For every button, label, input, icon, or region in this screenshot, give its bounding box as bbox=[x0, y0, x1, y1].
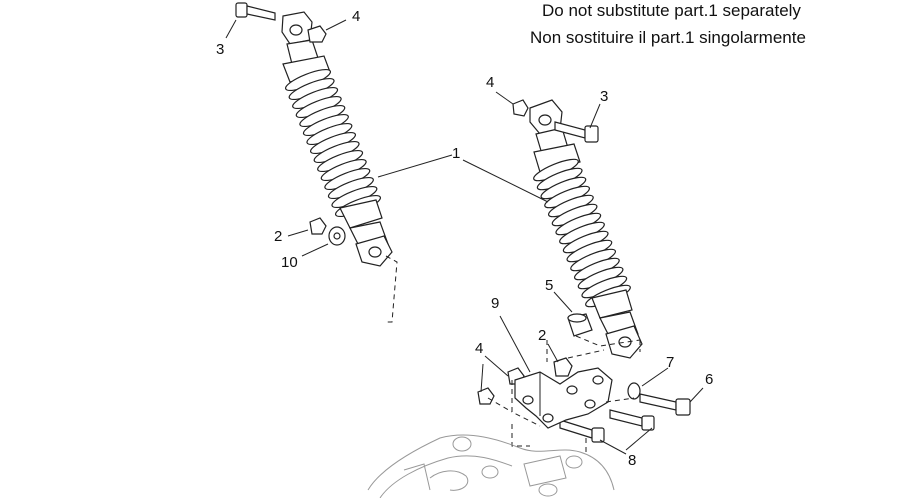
bracket-nut bbox=[553, 357, 573, 377]
right-upper-nut bbox=[512, 99, 529, 117]
leader-lines bbox=[225, 19, 704, 455]
callout-4-right: 4 bbox=[486, 74, 494, 91]
callout-9: 9 bbox=[491, 295, 499, 312]
long-bolt bbox=[639, 393, 691, 416]
callout-5: 5 bbox=[545, 277, 553, 294]
callout-8: 8 bbox=[628, 452, 636, 469]
callout-7: 7 bbox=[666, 354, 674, 371]
engine-casing bbox=[367, 434, 615, 498]
callout-2-bracket: 2 bbox=[538, 327, 546, 344]
left-lower-nut bbox=[309, 217, 327, 235]
lower-bolts bbox=[559, 409, 655, 443]
note-italian: Non sostituire il part.1 singolarmente bbox=[530, 28, 806, 47]
callout-3-left: 3 bbox=[216, 41, 224, 58]
left-lower-washer bbox=[328, 226, 346, 246]
callout-4-left: 4 bbox=[352, 8, 360, 25]
spacer bbox=[567, 313, 593, 337]
alignment-lines bbox=[487, 335, 641, 452]
callout-1: 1 bbox=[452, 145, 460, 162]
callout-3-right: 3 bbox=[600, 88, 608, 105]
mounting-bracket bbox=[514, 367, 613, 429]
callout-labels: 1 2 2 3 3 4 4 4 5 6 7 8 9 10 bbox=[216, 8, 713, 469]
bracket-washer bbox=[627, 382, 641, 400]
left-upper-bolt bbox=[235, 2, 276, 21]
left-upper-nut bbox=[307, 25, 327, 43]
right-upper-bolt bbox=[554, 121, 599, 143]
callout-6: 6 bbox=[705, 371, 713, 388]
note-english: Do not substitute part.1 separately bbox=[542, 1, 801, 20]
left-shock-absorber bbox=[281, 11, 398, 323]
right-shock-absorber bbox=[529, 99, 643, 359]
callout-4-bracket: 4 bbox=[475, 340, 483, 357]
callout-2-left: 2 bbox=[274, 228, 282, 245]
callout-10: 10 bbox=[281, 254, 298, 271]
